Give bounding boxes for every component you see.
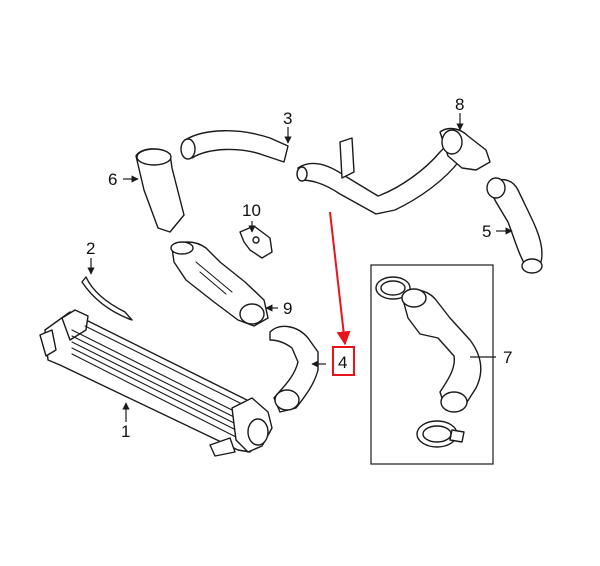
callout-7: 7	[503, 348, 512, 367]
callout-4: 4	[338, 353, 347, 372]
part-7-inset	[370, 264, 494, 465]
part-4-lower-hose	[269, 325, 319, 413]
callout-labels: 1 2 3 4 5 6 7 8 9 10	[86, 95, 512, 441]
highlight-box	[332, 346, 355, 376]
callout-3: 3	[283, 109, 292, 128]
part-1-intercooler	[39, 309, 273, 457]
callout-8: 8	[455, 95, 464, 114]
part-2-small-hose	[81, 276, 133, 321]
part-5-right-hose	[486, 177, 543, 274]
part-10-bracket	[239, 225, 273, 259]
part-6-inlet-duct	[135, 148, 185, 233]
callout-5: 5	[482, 222, 491, 241]
callout-6: 6	[108, 170, 117, 189]
leader-lines	[87, 113, 513, 422]
callout-9: 9	[283, 299, 292, 318]
highlight-arrow	[329, 211, 351, 346]
callout-1: 1	[121, 422, 130, 441]
callout-10: 10	[242, 201, 261, 220]
part-3-upper-hose	[180, 130, 289, 163]
callout-2: 2	[86, 239, 95, 258]
part-8-metal-pipe	[296, 127, 491, 215]
highlight-part-4	[329, 211, 355, 376]
part-9-middle-duct	[170, 241, 269, 327]
